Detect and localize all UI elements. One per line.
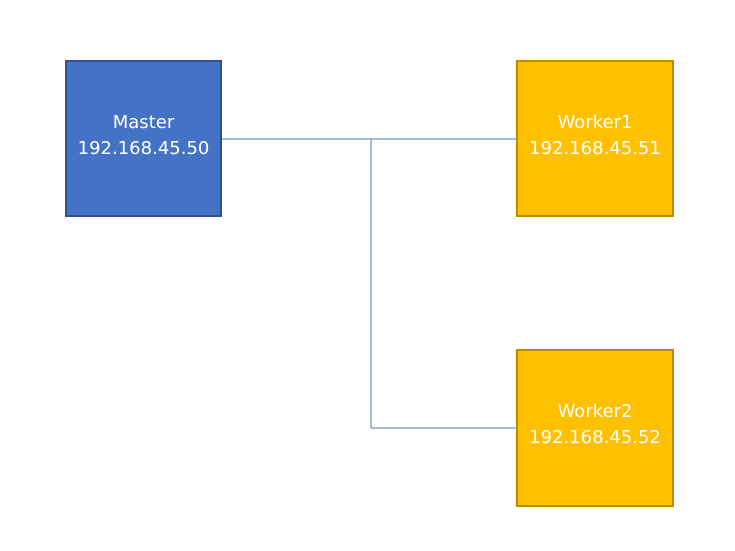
master-node: Master 192.168.45.50	[65, 60, 222, 217]
worker2-node-ip: 192.168.45.52	[529, 427, 661, 448]
master-node-name: Master	[112, 111, 175, 133]
worker1-node: Worker1 192.168.45.51	[516, 60, 674, 217]
worker1-node-ip: 192.168.45.51	[529, 137, 661, 159]
worker1-node-name: Worker1	[557, 111, 633, 133]
worker2-node: Worker2 192.168.45.52	[516, 349, 674, 507]
worker2-node-name: Worker2	[557, 401, 633, 422]
master-node-ip: 192.168.45.50	[77, 137, 210, 159]
